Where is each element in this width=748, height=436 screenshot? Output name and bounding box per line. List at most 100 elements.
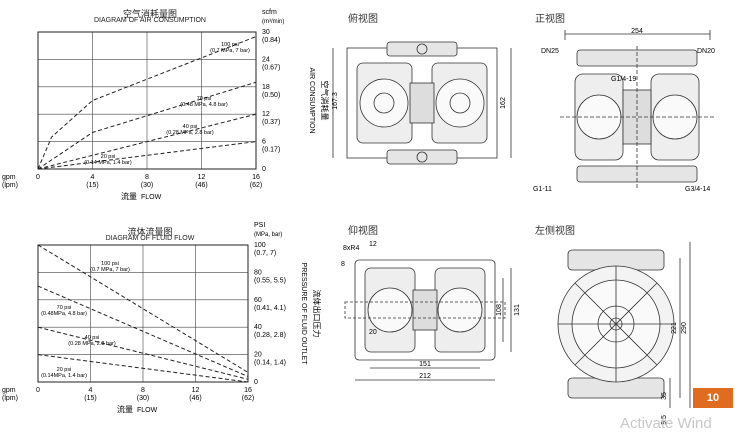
x-unit-sublabel: (lpm) <box>2 395 18 402</box>
x-tick-label: 0 <box>36 174 40 181</box>
series-sublabel: (0.7 MPa, 7 bar) <box>210 48 250 54</box>
y-tick-label: 30 <box>262 29 270 36</box>
plot-frame <box>37 244 249 383</box>
bottom-view-dim-108: 108 <box>496 304 503 316</box>
y-tick-sublabel: (0.50) <box>262 92 280 99</box>
x-unit-label: gpm <box>2 387 16 394</box>
y-tick-sublabel: (0.41, 4.1) <box>254 305 286 312</box>
air-chart-title-en: DIAGRAM OF AIR CONSUMPTION <box>93 17 206 24</box>
y-axis-title-en: AIR CONSUMPTION <box>308 67 315 133</box>
y-tick-label: 24 <box>262 56 270 63</box>
series-line <box>37 113 257 170</box>
bottom-view-dim-20: 20 <box>369 329 377 336</box>
x-tick-label: 16 <box>252 174 260 181</box>
x-axis-title-en: FLOW <box>137 407 158 414</box>
top-view-dim-height: 167.3 <box>332 92 339 110</box>
bottom-view-dim-bolt: 8xR4 <box>343 245 359 252</box>
bottom-view-dim-131: 131 <box>514 304 521 316</box>
y-tick-label: 60 <box>254 297 262 304</box>
front-view-port-left: DN25 <box>541 48 559 55</box>
y-tick-label: 20 <box>254 352 262 359</box>
series-line <box>37 285 249 377</box>
left-view-drawing: 221 290 35 9.5 <box>557 242 691 425</box>
y-unit-label: scfm <box>262 9 277 16</box>
left-view-title: 左侧视图 <box>535 226 575 237</box>
y-axis-title-cn: 流体出口压力 <box>312 290 322 338</box>
x-tick-sublabel: (30) <box>141 182 153 189</box>
x-tick-label: 4 <box>89 387 93 394</box>
y-tick-sublabel: (0.55, 5.5) <box>254 277 286 284</box>
series-sublabel: (0.28 MPa, 2.8 bar) <box>166 130 214 136</box>
bottom-view-dim-8: 8 <box>341 261 345 268</box>
fluid-chart-title-cn: 流体流量图 <box>127 227 173 237</box>
x-tick-sublabel: (15) <box>84 395 96 402</box>
left-view-dim-221: 221 <box>671 322 678 334</box>
series-label: 70 psi <box>57 305 72 311</box>
x-tick-sublabel: (15) <box>86 182 98 189</box>
y-tick-label: 80 <box>254 269 262 276</box>
top-view-dim-depth: 162 <box>500 97 507 109</box>
y-axis-title-en: PRESSURE OF FLUID OUTLET <box>300 263 307 366</box>
y-tick-label: 0 <box>254 379 258 386</box>
series-sublabel: (0.14 MPa, 1.4 bar) <box>84 160 132 166</box>
x-axis-title-cn: 流量 <box>121 191 137 201</box>
y-unit-sublabel: (m³/min) <box>262 19 284 25</box>
y-tick-sublabel: (0.28, 2.8) <box>254 332 286 339</box>
y-tick-label: 0 <box>262 166 266 173</box>
bottom-view-dim-212: 212 <box>419 373 431 380</box>
left-view-dim-9-5: 9.5 <box>661 415 668 425</box>
page-number-badge: 10 <box>693 388 733 408</box>
bottom-view-dim-151: 151 <box>419 361 431 368</box>
y-tick-label: 6 <box>262 139 266 146</box>
x-axis-title-cn: 流量 <box>117 404 133 414</box>
bottom-view-drawing: 8xR4 12 8 20 108 131 151 212 <box>341 241 521 381</box>
series-line <box>37 81 257 170</box>
x-tick-label: 12 <box>198 174 206 181</box>
front-view-dim-width: 254 <box>631 28 643 35</box>
y-tick-sublabel: (0.84) <box>262 37 280 44</box>
series-label: 40 psi <box>85 335 100 341</box>
y-unit-label: PSI <box>254 222 265 229</box>
bottom-view-dim-12: 12 <box>369 241 377 248</box>
fluid-flow-chart: 流体流量图 DIAGRAM OF FLUID FLOW 0 4(15) 8(30) 1… <box>0 215 330 431</box>
series-sublabel: (0.7 MPa, 7 bar) <box>90 267 130 273</box>
air-chart-title-cn: 空气消耗量图 <box>122 9 177 19</box>
x-tick-label: 4 <box>91 174 95 181</box>
series-sublabel: (0.28 MPa, 2.8 bar) <box>68 341 116 347</box>
series-sublabel: (0.48MPa, 4.8 bar) <box>41 311 87 317</box>
left-view-dim-290: 290 <box>681 322 688 334</box>
y-axis-title-cn: 空气消耗量 <box>320 81 330 121</box>
front-view-title: 正视图 <box>535 14 565 25</box>
x-tick-label: 0 <box>36 387 40 394</box>
y-tick-sublabel: (0.17) <box>262 147 280 154</box>
series-line <box>37 141 257 170</box>
x-tick-sublabel: (62) <box>250 182 262 189</box>
series-label: 40 psi <box>183 124 198 130</box>
top-view-title: 俯视图 <box>348 14 378 25</box>
y-tick-sublabel: (0.7, 7) <box>254 250 276 257</box>
front-view-port-right: DN20 <box>697 48 715 55</box>
series-line <box>37 244 249 373</box>
air-consumption-chart: 空气消耗量图 DIAGRAM OF AIR CONSUMPTION 0 4(15)… <box>0 0 330 210</box>
y-tick-sublabel: (0.14, 1.4) <box>254 360 286 367</box>
x-tick-sublabel: (30) <box>137 395 149 402</box>
x-unit-sublabel: (lpm) <box>2 182 18 189</box>
series-line <box>37 326 249 380</box>
y-tick-sublabel: (0.67) <box>262 64 280 71</box>
y-tick-sublabel: (0.37) <box>262 119 280 126</box>
top-view-drawing: 167.3 162 <box>332 41 512 165</box>
y-tick-label: 100 <box>254 242 266 249</box>
series-label: 20 psi <box>101 154 116 160</box>
series-label: 100 psi <box>221 42 239 48</box>
x-tick-label: 8 <box>145 174 149 181</box>
x-tick-label: 8 <box>141 387 145 394</box>
series-label: 100 psi <box>101 261 119 267</box>
series-sublabel: (0.48 MPa, 4.8 bar) <box>180 102 228 108</box>
x-unit-label: gpm <box>2 174 16 181</box>
fluid-chart-title-en: DIAGRAM OF FLUID FLOW <box>105 235 195 242</box>
y-tick-label: 18 <box>262 84 270 91</box>
series-line <box>37 36 257 170</box>
x-tick-sublabel: (46) <box>195 182 207 189</box>
bottom-view-title: 仰视图 <box>348 226 378 237</box>
